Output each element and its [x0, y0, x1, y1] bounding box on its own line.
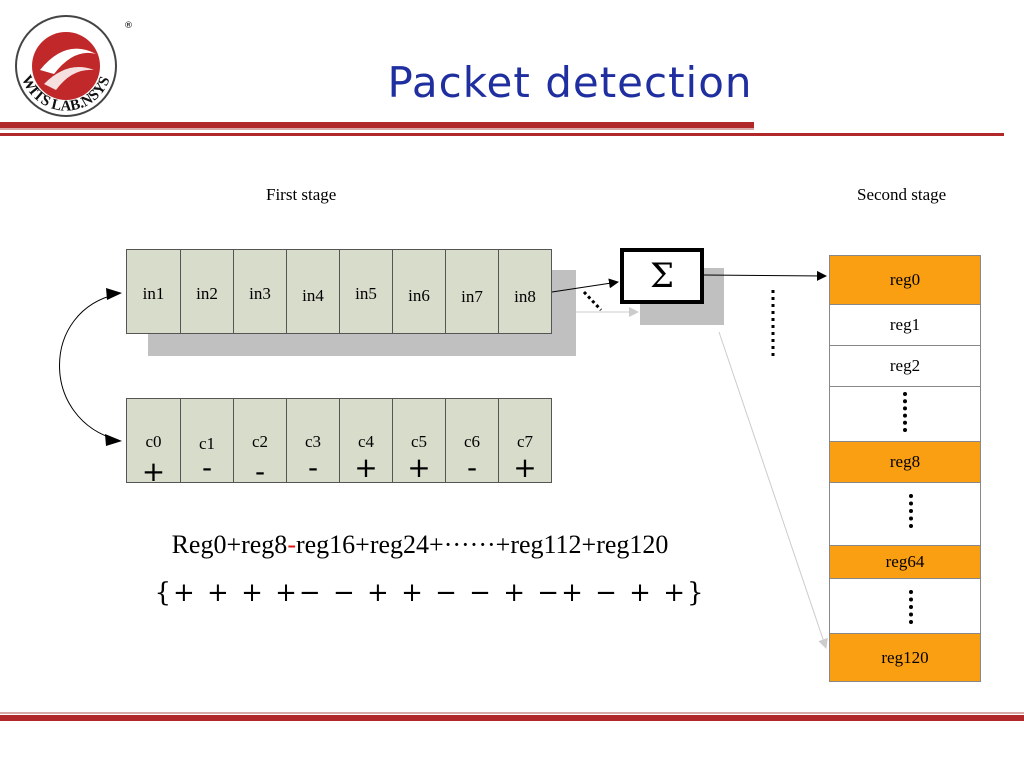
input-label: in2: [196, 284, 218, 303]
input-cell: in4: [286, 249, 340, 334]
coeff-cell: c0 +: [126, 398, 181, 488]
page-title: Packet detection: [387, 58, 753, 107]
svg-text:®: ®: [124, 21, 132, 31]
coeff-label: c3: [304, 432, 322, 451]
input-cell: in5: [339, 249, 393, 334]
wits-lab-logo: ® WITS LAB.NSYSU: [4, 8, 132, 117]
sigma-summation-block: Σ: [620, 248, 704, 304]
register-label: reg0: [889, 270, 921, 289]
sign-sequence: {+ + + +− − + + − − + −+ − + +}: [154, 578, 706, 608]
register-ellipsis-2: [909, 494, 917, 528]
bottom-rule-thin: [0, 712, 1024, 714]
coeff-cell: c7+: [498, 398, 552, 484]
top-rule-thick: [0, 122, 754, 128]
input-label: in8: [514, 287, 536, 306]
bottom-rule-thick: [0, 715, 1024, 721]
formula-part-1: Reg0+reg8: [171, 530, 288, 559]
input-cell: in8: [498, 249, 552, 334]
coeff-label: c5: [410, 432, 428, 451]
register-reg8: reg8: [829, 441, 981, 483]
top-rule-shade: [0, 128, 754, 130]
formula-minus: -: [287, 530, 296, 559]
register-reg120: reg120: [829, 633, 981, 682]
register-label: reg2: [889, 356, 921, 375]
register-reg64: reg64: [829, 545, 981, 579]
coeff-cell: c3-: [286, 398, 340, 484]
coeff-cell: c5+: [392, 398, 446, 484]
register-label: reg8: [889, 452, 921, 471]
input-label: in3: [249, 284, 271, 303]
input-label: in5: [355, 284, 377, 303]
input-to-sigma-line: [551, 278, 619, 293]
coeff-sign: +: [141, 455, 166, 488]
formula-part-3: reg16+reg24+······+reg112+reg120: [295, 530, 669, 559]
coeff-cell: c4+: [339, 398, 393, 484]
coeff-label: c2: [251, 432, 269, 451]
register-reg1: reg1: [829, 304, 981, 346]
coeff-label: c6: [463, 432, 481, 451]
coeff-label: c7: [516, 432, 534, 451]
coeff-sign: +: [354, 451, 378, 484]
register-link-arrowhead-top: [106, 288, 122, 300]
register-link-arrowhead-bottom: [105, 434, 122, 446]
register-label: reg1: [889, 315, 921, 334]
input-cell: in7: [445, 249, 499, 334]
first-stage-label: First stage: [266, 185, 337, 204]
input-label: in1: [142, 284, 165, 303]
register-gap-3: [829, 578, 981, 634]
input-dotted-diagonal: [582, 290, 603, 312]
input-label: in4: [302, 286, 324, 305]
input-label: in7: [461, 287, 483, 306]
coeff-cell: c1-: [180, 398, 234, 484]
sigma-to-reg120-line: [718, 331, 828, 649]
coeff-sign: -: [201, 451, 213, 484]
input-label: in6: [408, 286, 430, 305]
register-ellipsis-1: [903, 392, 911, 432]
sigma-to-reg0-line: [703, 270, 827, 281]
coeff-sign: +: [513, 451, 537, 484]
coeff-label: c1: [198, 434, 216, 453]
register-gap-2: [829, 482, 981, 546]
coeff-cell: c6-: [445, 398, 499, 484]
coeff-label: c4: [357, 432, 375, 451]
input-cell: in2: [180, 249, 234, 334]
coeff-sign: -: [254, 455, 266, 488]
register-reg2: reg2: [829, 345, 981, 387]
coeff-label: c0: [145, 432, 162, 451]
register-ellipsis-3: [909, 590, 917, 624]
coeff-sign: -: [307, 451, 319, 484]
register-label: reg64: [885, 552, 925, 571]
correlation-formula: Reg0+reg8-reg16+reg24+······+reg112+reg1…: [110, 530, 730, 560]
second-stage-label: Second stage: [857, 185, 947, 204]
register-reg0: reg0: [829, 255, 981, 305]
coeff-sign: -: [466, 451, 478, 484]
input-cell: in6: [392, 249, 446, 334]
coeff-sign: +: [407, 451, 431, 484]
top-rule-thin: [0, 133, 1004, 136]
register-link-curve: [59, 293, 119, 441]
register-label: reg120: [881, 648, 929, 667]
